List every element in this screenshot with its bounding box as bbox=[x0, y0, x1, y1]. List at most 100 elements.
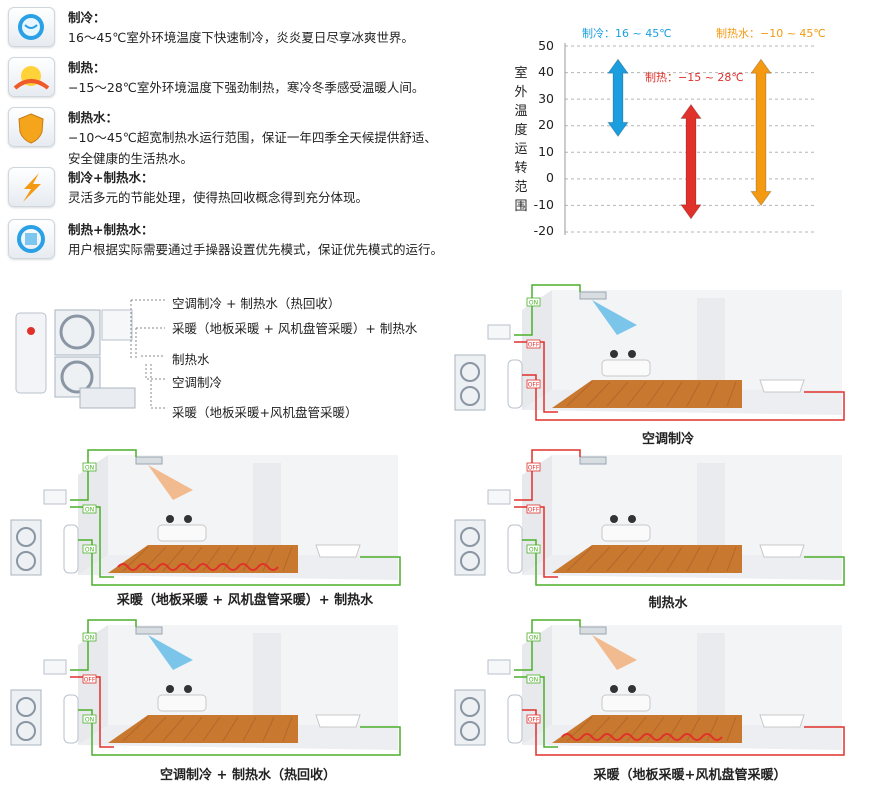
airflow bbox=[592, 300, 637, 335]
range-arrow-制热水 bbox=[750, 58, 772, 207]
valve-tag bbox=[82, 504, 97, 514]
y-axis-label-char: 转 bbox=[514, 161, 528, 176]
person-head bbox=[628, 515, 636, 523]
sofa bbox=[601, 524, 651, 542]
bathtub bbox=[759, 544, 805, 558]
room-side-wall bbox=[522, 625, 552, 745]
pipe-ac bbox=[514, 619, 581, 671]
room-side-wall bbox=[522, 455, 552, 575]
valve-tag-label: OFF bbox=[528, 507, 540, 514]
y-tick-label: 20 bbox=[538, 117, 554, 132]
y-tick-label: 10 bbox=[538, 144, 554, 159]
outdoor-units-image bbox=[15, 309, 136, 409]
valve-tag-label: ON bbox=[85, 717, 94, 724]
mode-title: 制冷+制热水： bbox=[68, 170, 154, 185]
floor-board bbox=[706, 546, 719, 572]
y-axis-label-char: 度 bbox=[514, 123, 528, 138]
floor-board bbox=[626, 546, 647, 572]
cycle-icon bbox=[8, 219, 55, 259]
person-head bbox=[184, 515, 192, 523]
mode-hot-water: 制热水： −10～45℃超宽制热水运行范围，保证一年四季全天候提供舒适、 安全健… bbox=[8, 107, 478, 166]
system-label: 空调制冷 bbox=[172, 375, 223, 390]
valve-tag-label: ON bbox=[529, 547, 538, 554]
mode-title: 制冷： bbox=[68, 10, 106, 25]
room-pillar bbox=[697, 633, 725, 725]
sofa bbox=[157, 694, 207, 712]
floor-board bbox=[222, 716, 239, 742]
bathtub bbox=[315, 544, 361, 558]
floor-board bbox=[666, 381, 683, 407]
valve-tag-label: ON bbox=[85, 465, 94, 472]
floor-board bbox=[726, 716, 737, 742]
person-head bbox=[166, 515, 174, 523]
pipe-hot-water bbox=[522, 374, 845, 421]
mode-heating: 制热： −15～28℃室外环境温度下强劲制热，寒冷冬季感受温暖人间。 bbox=[8, 57, 478, 101]
floor-board bbox=[646, 716, 665, 742]
floor-board bbox=[162, 716, 185, 742]
valve-tag-label: OFF bbox=[528, 342, 540, 349]
floor-board bbox=[686, 546, 701, 572]
floor-board bbox=[566, 381, 593, 407]
scene-caption: 采暖（地板采暖+风机盘管采暖） bbox=[593, 768, 787, 783]
scene-caption: 空调制冷 bbox=[641, 432, 695, 447]
pipe-hot-water bbox=[78, 539, 401, 586]
valve-tag-label: ON bbox=[529, 677, 538, 684]
floor-board bbox=[566, 546, 593, 572]
person-head bbox=[628, 685, 636, 693]
floor-board bbox=[726, 546, 737, 572]
valve-tag bbox=[82, 714, 97, 724]
bathtub bbox=[315, 714, 361, 728]
scene-illustration: ON ON ON bbox=[10, 449, 401, 586]
valve-tag bbox=[526, 504, 541, 514]
room-pillar bbox=[697, 463, 725, 555]
valve-tag bbox=[526, 297, 541, 307]
hydro-box bbox=[487, 324, 511, 340]
connector-lines bbox=[130, 299, 165, 409]
valve-tag-label: OFF bbox=[528, 382, 540, 389]
valve-tag bbox=[526, 714, 541, 724]
y-tick-label: -10 bbox=[533, 197, 554, 212]
valve-tag-label: ON bbox=[85, 507, 94, 514]
bathtub bbox=[759, 379, 805, 393]
ceiling-ac-unit bbox=[135, 456, 163, 465]
ceiling-ac-unit bbox=[135, 626, 163, 635]
floor-heating-coil bbox=[561, 733, 723, 741]
floor-board bbox=[262, 546, 275, 572]
outdoor-fan bbox=[460, 721, 480, 741]
outdoor-fan bbox=[16, 697, 36, 717]
sofa bbox=[601, 359, 651, 377]
series-label-heating: 制热：−15 ~ 28℃ bbox=[645, 71, 744, 84]
valve-tag bbox=[82, 674, 97, 684]
y-axis-label: 室 外 温 度 运 转 范 围 bbox=[512, 64, 530, 216]
floor-board bbox=[606, 546, 629, 572]
ceiling-ac-unit bbox=[579, 456, 607, 465]
person-head bbox=[628, 350, 636, 358]
bathtub bbox=[759, 714, 805, 728]
floor-board bbox=[282, 716, 293, 742]
floor-board bbox=[202, 716, 221, 742]
mode-cooling: 制冷： 16～45℃室外环境温度下快速制冷，炎炎夏日尽享冰爽世界。 bbox=[8, 7, 478, 51]
room-side-wall bbox=[522, 290, 552, 410]
shield-icon bbox=[8, 107, 55, 147]
mode-desc: −15～28℃室外环境温度下强劲制热，寒冷冬季感受温暖人间。 bbox=[68, 80, 425, 95]
airflow bbox=[592, 635, 637, 670]
room-side-wall bbox=[78, 455, 108, 575]
valve-tag-label: OFF bbox=[528, 717, 540, 724]
outdoor-fan bbox=[460, 362, 480, 382]
pipe-hot-water bbox=[78, 709, 401, 756]
pipe-hot-water bbox=[522, 539, 845, 586]
hydro-box bbox=[43, 659, 67, 675]
mode-title: 制热： bbox=[68, 60, 106, 75]
sofa bbox=[157, 524, 207, 542]
outdoor-fan bbox=[460, 527, 480, 547]
wood-floor bbox=[552, 380, 742, 408]
valve-tag bbox=[526, 379, 541, 389]
series-label-cooling: 制冷：16 ~ 45℃ bbox=[582, 27, 672, 40]
airflow bbox=[148, 465, 193, 500]
outdoor-fan bbox=[460, 551, 480, 571]
valve-tag-label: ON bbox=[85, 547, 94, 554]
